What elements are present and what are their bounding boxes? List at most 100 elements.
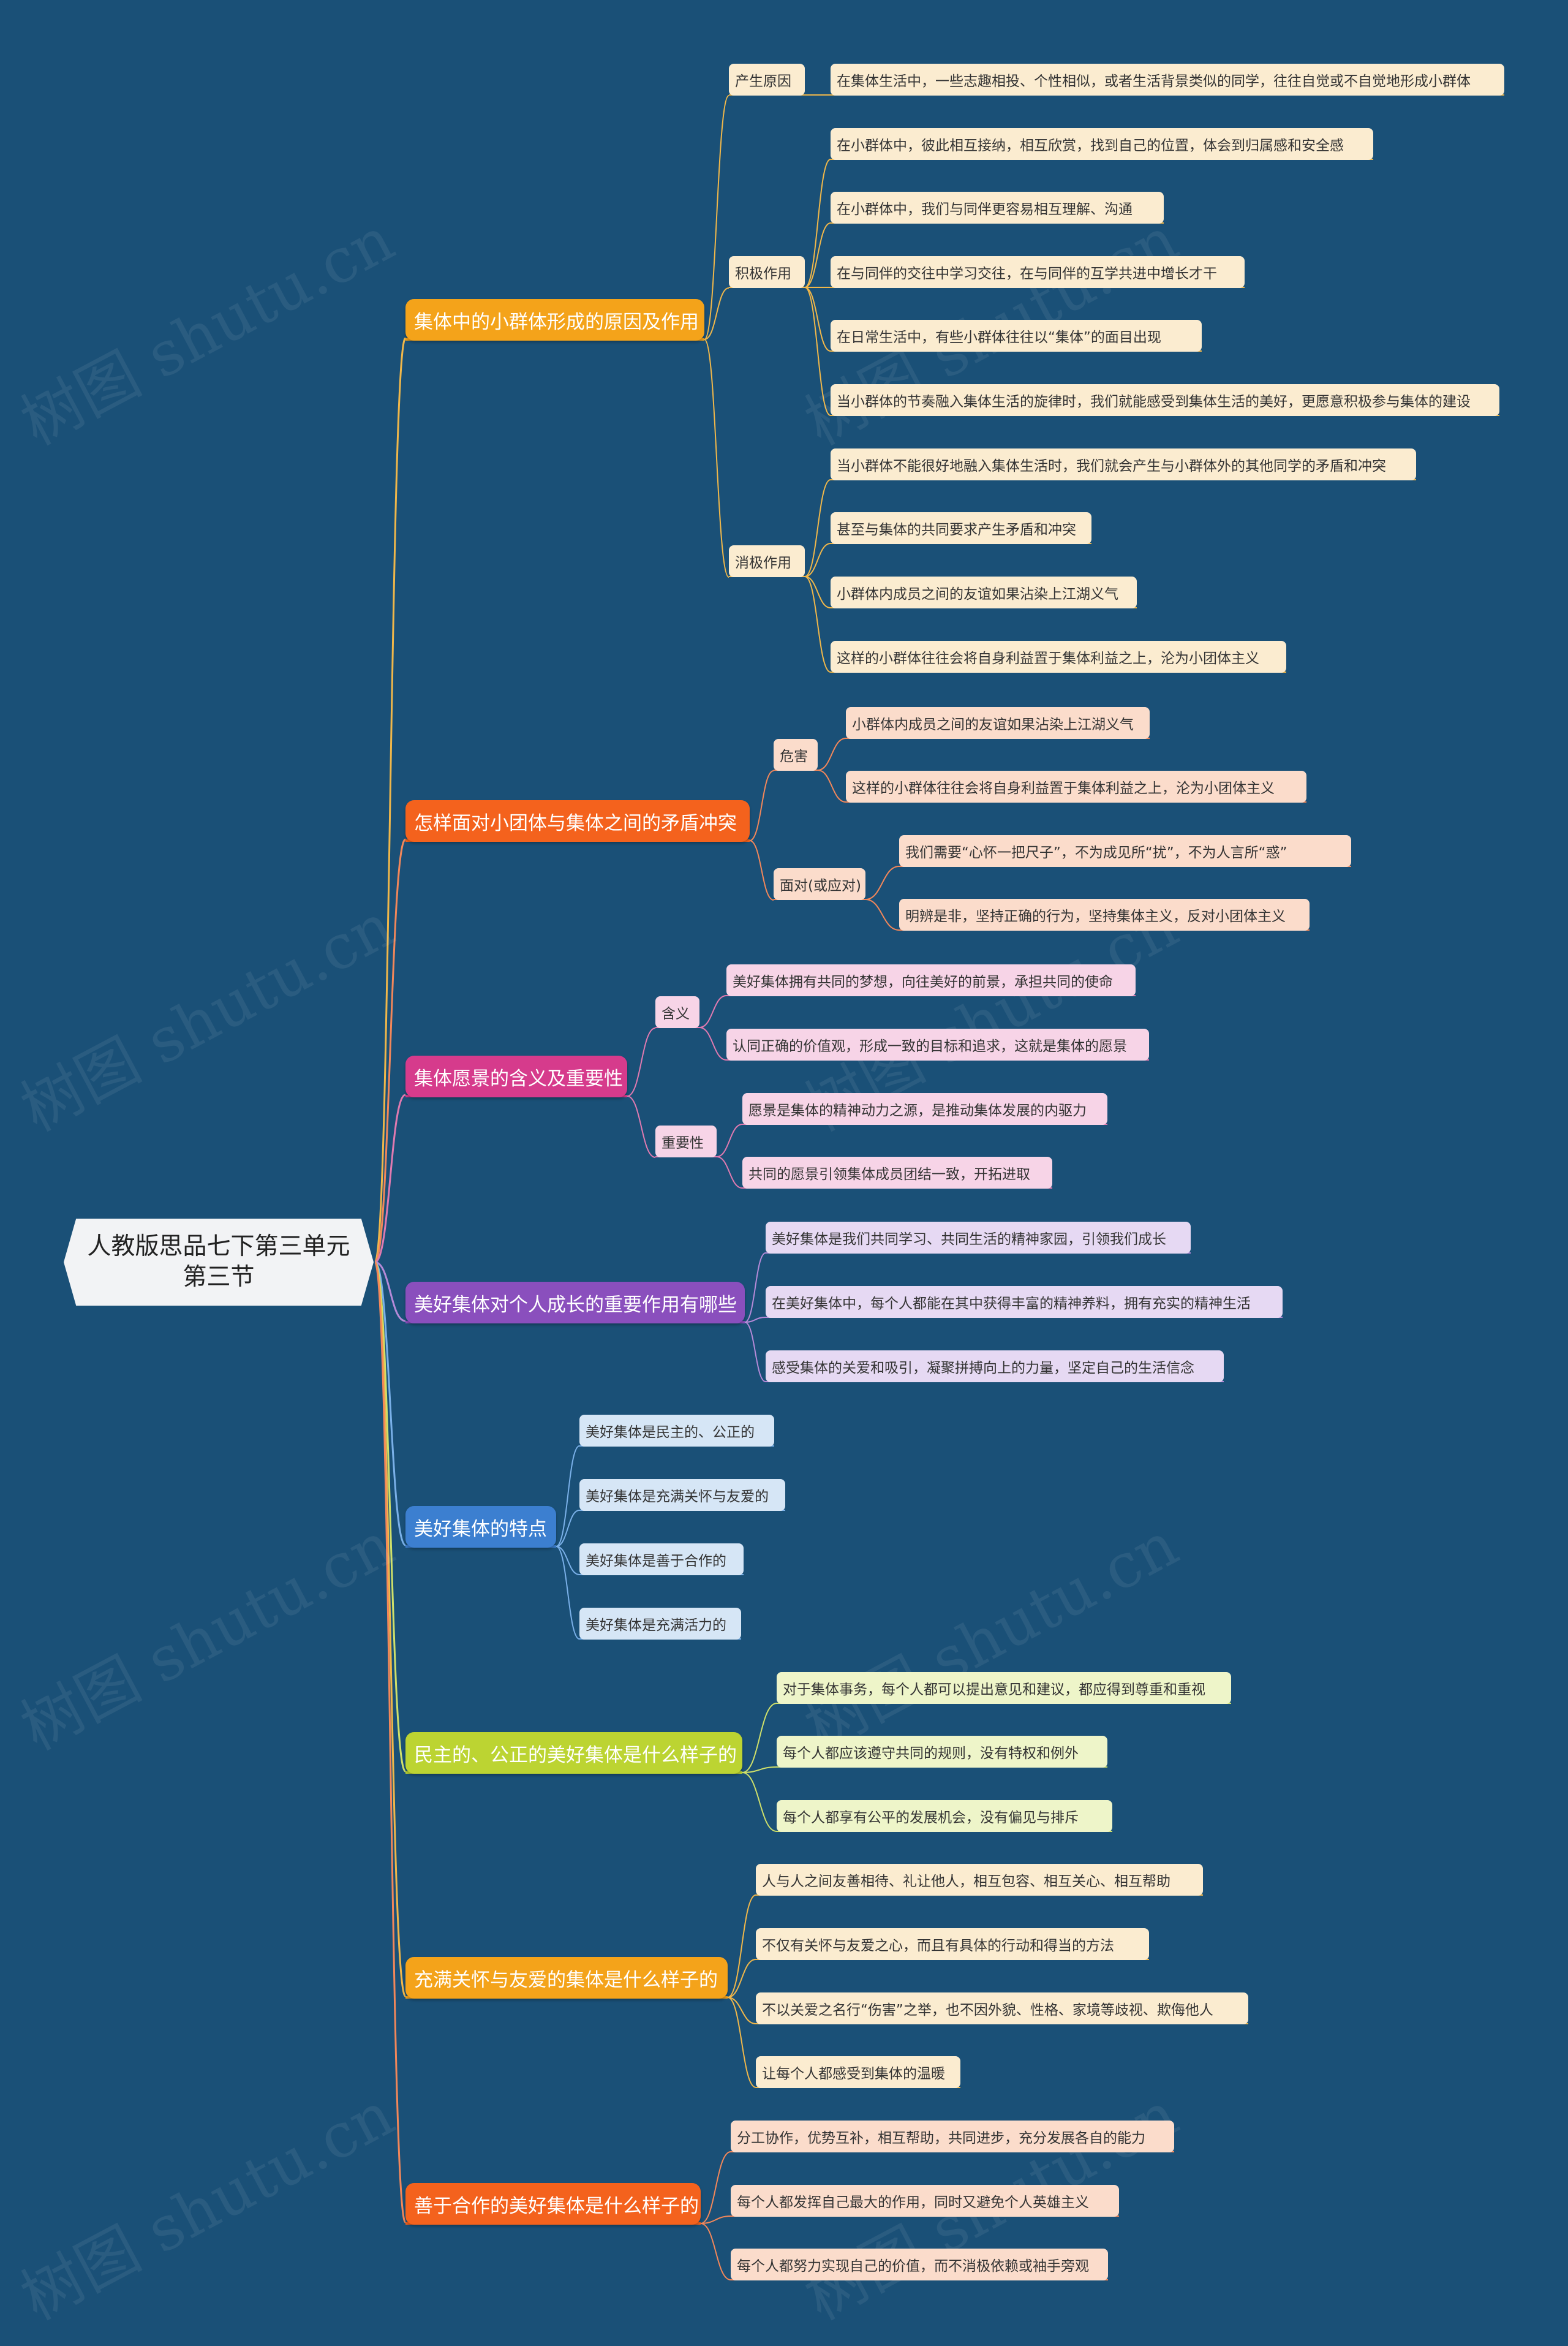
connector-line (716, 1156, 743, 1189)
branch-7-leaf-1[interactable]: 人与人之间友善相待、礼让他人，相互包容、相互关心、相互帮助 (756, 1864, 1203, 1896)
branch-5-label: 美好集体的特点 (414, 1518, 547, 1540)
root-node[interactable]: 人教版思品七下第三单元 第三节 (64, 1219, 374, 1306)
branch-4-leaf-3[interactable]: 感受集体的关爱和吸引，凝聚拼搏向上的力量，坚定自己的生活信念 (766, 1350, 1224, 1382)
branch-4-leaf-1-label: 美好集体是我们共同学习、共同生活的精神家园，引领我们成长 (772, 1232, 1166, 1247)
connector-line (700, 2223, 731, 2280)
connector-line (749, 770, 774, 841)
branch-8-leaf-3[interactable]: 每个人都努力实现自己的价值，而不消极依赖或袖手旁观 (731, 2249, 1108, 2280)
branch-5[interactable]: 美好集体的特点 (405, 1506, 556, 1548)
branch-5-leaf-2[interactable]: 美好集体是充满关怀与友爱的 (579, 1479, 785, 1511)
branch-4-leaf-1[interactable]: 美好集体是我们共同学习、共同生活的精神家园，引领我们成长 (766, 1222, 1191, 1254)
branch-6-leaf-3[interactable]: 每个人都享有公平的发展机会，没有偏见与排斥 (777, 1800, 1112, 1832)
branch-1-sub-1-leaf-1-label: 在集体生活中，一些志趣相投、个性相似，或者生活背景类似的同学，往往自觉或不自觉地… (837, 74, 1471, 89)
branch-7-label: 充满关怀与友爱的集体是什么样子的 (414, 1969, 718, 1991)
branch-8-leaf-1[interactable]: 分工协作，优势互补，相互帮助，共同进步，充分发展各自的能力 (731, 2121, 1174, 2152)
branch-5-leaf-3[interactable]: 美好集体是善于合作的 (579, 1543, 744, 1575)
connector-line (804, 222, 831, 288)
connector-line (817, 738, 846, 771)
branch-1-sub-3-leaf-4[interactable]: 这样的小群体往往会将自身利益置于集体利益之上，沦为小团体主义 (831, 641, 1286, 673)
branch-1-sub-2-leaf-1[interactable]: 在小群体中，彼此相互接纳，相互欣赏，找到自己的位置，体会到归属感和安全感 (831, 128, 1373, 160)
connector-line (374, 1261, 407, 2223)
branch-1-sub-3-leaf-1[interactable]: 当小群体不能很好地融入集体生活时，我们就会产生与小群体外的其他同学的矛盾和冲突 (831, 448, 1416, 480)
branch-5-leaf-3-label: 美好集体是善于合作的 (586, 1553, 726, 1569)
branch-1-sub-3-leaf-2[interactable]: 甚至与集体的共同要求产生矛盾和冲突 (831, 512, 1091, 544)
branch-1-sub-1-label: 产生原因 (735, 74, 791, 89)
connector-line (817, 770, 846, 803)
connector-line (556, 1445, 580, 1547)
branch-1-sub-3-leaf-4-label: 这样的小群体往往会将自身利益置于集体利益之上，沦为小团体主义 (837, 651, 1259, 667)
connector-line (804, 576, 831, 608)
connector-line (727, 1997, 756, 2088)
branch-5-leaf-4[interactable]: 美好集体是充满活力的 (579, 1608, 741, 1640)
branch-1-sub-2-leaf-3[interactable]: 在与同伴的交往中学习交往，在与同伴的互学共进中增长才干 (831, 256, 1245, 288)
branch-7-leaf-1-label: 人与人之间友善相待、礼让他人，相互包容、相互关心、相互帮助 (762, 1874, 1170, 1890)
branch-2-sub-2-leaf-1[interactable]: 我们需要“心怀一把尺子”，不为成见所“扰”，不为人言所“惑” (899, 835, 1351, 867)
branch-3-sub-1-leaf-1[interactable]: 美好集体拥有共同的梦想，向往美好的前景，承担共同的使命 (726, 964, 1136, 996)
branch-3-sub-2-leaf-1[interactable]: 愿景是集体的精神动力之源，是推动集体发展的内驱力 (742, 1093, 1107, 1125)
branch-2-sub-1-leaf-1-label: 小群体内成员之间的友谊如果沾染上江湖义气 (852, 717, 1134, 733)
branch-6-leaf-1-label: 对于集体事务，每个人都可以提出意见和建议，都应得到尊重和重视 (783, 1682, 1205, 1698)
connector-line (699, 1027, 727, 1061)
branch-1-sub-1-leaf-1[interactable]: 在集体生活中，一些志趣相投、个性相似，或者生活背景类似的同学，往往自觉或不自觉地… (831, 64, 1504, 96)
branch-7-leaf-3[interactable]: 不以关爱之名行“伤害”之举，也不因外貌、性格、家境等歧视、欺侮他人 (756, 1992, 1248, 2024)
branch-1-sub-3-leaf-3[interactable]: 小群体内成员之间的友谊如果沾染上江湖义气 (831, 577, 1137, 608)
branch-1-sub-2[interactable]: 积极作用 (729, 256, 805, 288)
connector-line (627, 1027, 656, 1097)
branch-7-leaf-4[interactable]: 让每个人都感受到集体的温暖 (756, 2056, 960, 2088)
connector-line (700, 2151, 731, 2224)
connector-line (627, 1095, 656, 1158)
branch-7-leaf-2-label: 不仅有关怀与友爱之心，而且有具体的行动和得当的方法 (762, 1938, 1114, 1954)
branch-7[interactable]: 充满关怀与友爱的集体是什么样子的 (405, 1957, 728, 1999)
branch-3-sub-1-leaf-2[interactable]: 认同正确的价值观，形成一致的目标和追求，这就是集体的愿景 (726, 1029, 1149, 1061)
connector-line (727, 1894, 756, 1998)
branch-6[interactable]: 民主的、公正的美好集体是什么样子的 (405, 1732, 742, 1774)
branch-1-sub-2-leaf-4[interactable]: 在日常生活中，有些小群体往往以“集体”的面目出现 (831, 320, 1202, 352)
branch-4[interactable]: 美好集体对个人成长的重要作用有哪些 (405, 1282, 745, 1323)
branch-1[interactable]: 集体中的小群体形成的原因及作用 (405, 299, 704, 341)
branch-2-sub-1-leaf-1[interactable]: 小群体内成员之间的友谊如果沾染上江湖义气 (846, 707, 1150, 739)
connector-line (804, 159, 831, 288)
branch-5-leaf-4-label: 美好集体是充满活力的 (586, 1618, 726, 1633)
branch-2-sub-1[interactable]: 危害 (774, 739, 818, 771)
branch-6-leaf-1[interactable]: 对于集体事务，每个人都可以提出意见和建议，都应得到尊重和重视 (777, 1672, 1231, 1704)
branch-3-sub-2-label: 重要性 (662, 1135, 704, 1151)
branch-5-leaf-1-label: 美好集体是民主的、公正的 (586, 1425, 755, 1440)
branch-7-leaf-4-label: 让每个人都感受到集体的温暖 (762, 2066, 945, 2082)
branch-3-sub-2[interactable]: 重要性 (655, 1126, 717, 1157)
branch-7-leaf-2[interactable]: 不仅有关怀与友爱之心，而且有具体的行动和得当的方法 (756, 1928, 1149, 1960)
branch-1-sub-1[interactable]: 产生原因 (729, 64, 805, 96)
connector-line (744, 1252, 766, 1323)
branch-1-sub-3-leaf-2-label: 甚至与集体的共同要求产生矛盾和冲突 (837, 522, 1076, 538)
branch-5-leaf-2-label: 美好集体是充满关怀与友爱的 (586, 1489, 769, 1505)
branch-3-sub-2-leaf-1-label: 愿景是集体的精神动力之源，是推动集体发展的内驱力 (748, 1103, 1087, 1119)
branch-1-label: 集体中的小群体形成的原因及作用 (414, 311, 699, 333)
branch-1-sub-2-leaf-5-label: 当小群体的节奏融入集体生活的旋律时，我们就能感受到集体生活的美好，更愿意积极参与… (837, 394, 1471, 410)
branch-4-leaf-2-label: 在美好集体中，每个人都能在其中获得丰富的精神养料，拥有充实的精神生活 (772, 1296, 1251, 1312)
connector-line (704, 339, 729, 578)
branch-6-leaf-3-label: 每个人都享有公平的发展机会，没有偏见与排斥 (783, 1810, 1079, 1826)
branch-1-sub-2-label: 积极作用 (735, 266, 791, 282)
branch-4-leaf-3-label: 感受集体的关爱和吸引，凝聚拼搏向上的力量，坚定自己的生活信念 (772, 1360, 1194, 1376)
connector-line (556, 1546, 580, 1575)
branch-1-sub-3-leaf-3-label: 小群体内成员之间的友谊如果沾染上江湖义气 (837, 586, 1118, 602)
branch-8-leaf-2[interactable]: 每个人都发挥自己最大的作用，同时又避免个人英雄主义 (731, 2185, 1119, 2217)
branch-2[interactable]: 怎样面对小团体与集体之间的矛盾冲突 (405, 800, 750, 842)
branch-5-leaf-1[interactable]: 美好集体是民主的、公正的 (579, 1415, 774, 1447)
branch-8[interactable]: 善于合作的美好集体是什么样子的 (405, 2183, 701, 2225)
branch-2-sub-2-label: 面对(或应对) (780, 878, 861, 894)
branch-6-leaf-2[interactable]: 每个人都应该遵守共同的规则，没有特权和例外 (777, 1736, 1107, 1768)
branch-1-sub-3[interactable]: 消极作用 (729, 545, 805, 577)
branch-2-sub-2-leaf-1-label: 我们需要“心怀一把尺子”，不为成见所“扰”，不为人言所“惑” (905, 845, 1287, 861)
connector-line (556, 1510, 580, 1547)
branch-3[interactable]: 集体愿景的含义及重要性 (405, 1056, 627, 1097)
branch-2-sub-1-leaf-2-label: 这样的小群体往往会将自身利益置于集体利益之上，沦为小团体主义 (852, 781, 1275, 797)
branch-2-sub-2-leaf-2[interactable]: 明辨是非，坚持正确的行为，坚持集体主义，反对小团体主义 (899, 899, 1310, 931)
branch-1-sub-2-leaf-2[interactable]: 在小群体中，我们与同伴更容易相互理解、沟通 (831, 192, 1164, 224)
branch-3-sub-2-leaf-2[interactable]: 共同的愿景引领集体成员团结一致，开拓进取 (742, 1157, 1052, 1189)
branch-3-sub-1[interactable]: 含义 (655, 996, 699, 1028)
branch-4-leaf-2[interactable]: 在美好集体中，每个人都能在其中获得丰富的精神养料，拥有充实的精神生活 (766, 1286, 1283, 1318)
branch-8-label: 善于合作的美好集体是什么样子的 (414, 2195, 699, 2217)
branch-1-sub-2-leaf-5[interactable]: 当小群体的节奏融入集体生活的旋律时，我们就能感受到集体生活的美好，更愿意积极参与… (831, 384, 1499, 416)
branch-2-sub-2[interactable]: 面对(或应对) (774, 868, 865, 900)
branch-2-sub-1-leaf-2[interactable]: 这样的小群体往往会将自身利益置于集体利益之上，沦为小团体主义 (846, 771, 1306, 803)
